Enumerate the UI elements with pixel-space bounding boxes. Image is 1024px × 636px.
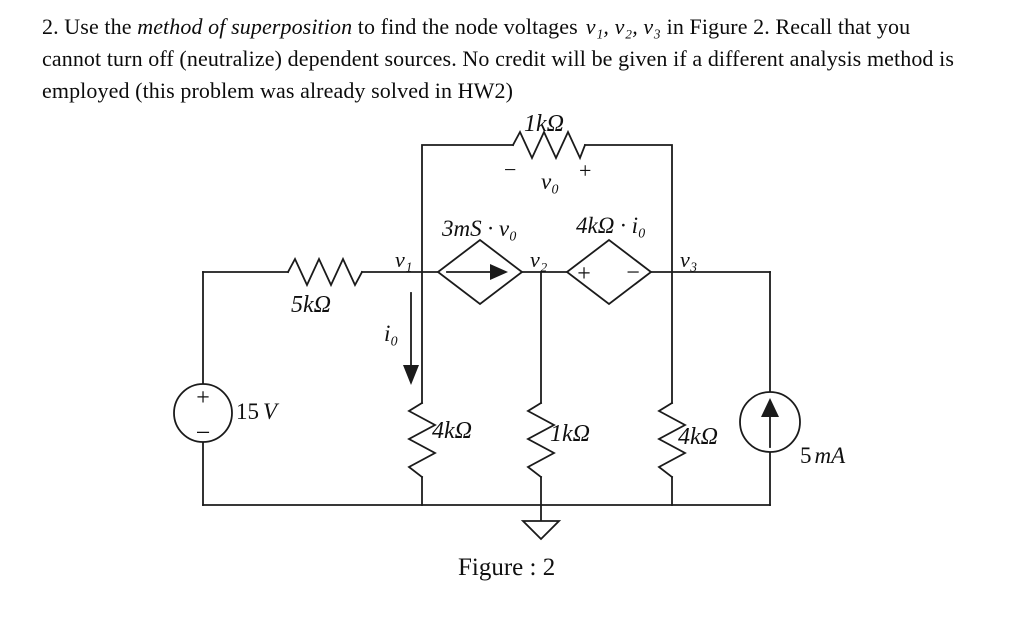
- problem-text-mid: to find the node voltages: [352, 14, 578, 39]
- component-labels: 1kΩ − v₀ + 3mS · v₀ 4kΩ · i₀ v₁ v₂ v₃ 5k…: [236, 111, 846, 468]
- i0-arrowhead: [403, 365, 419, 385]
- i0-label: i₀: [384, 321, 398, 346]
- problem-line-2: cannot turn off (neutralize) dependent s…: [42, 46, 955, 71]
- resistor-4k-branch3-symbol: [657, 401, 687, 479]
- problem-text-pre: 2. Use the: [42, 14, 138, 39]
- resistor-symbols: [286, 129, 687, 479]
- figure-caption: Figure : 2: [458, 554, 555, 581]
- node-v3-label: v₃: [680, 247, 697, 272]
- dependent-voltage-minus-sign: −: [626, 260, 640, 286]
- resistor-4k-branch1-symbol: [407, 401, 437, 479]
- problem-text-post: in Figure 2. Recall that you: [661, 14, 911, 39]
- voltage-source-minus-sign: −: [196, 418, 211, 447]
- voltage-source-plus-sign: +: [196, 385, 210, 411]
- resistor-1k-branch2-label: 1kΩ: [550, 421, 590, 447]
- problem-statement: 2. Use the method of superposition to fi…: [42, 11, 994, 107]
- resistor-1k-top-symbol: [511, 129, 587, 161]
- dependent-current-arrowhead: [490, 264, 508, 280]
- wire-top-loop-right: [584, 144, 673, 404]
- problem-text-emphasis: method of superposition: [137, 14, 353, 39]
- resistor-4k-branch3-label: 4kΩ: [678, 424, 718, 450]
- v0-label: v₀: [541, 169, 559, 194]
- problem-line-3: employed (this problem was already solve…: [42, 78, 514, 103]
- resistor-1k-top-label: 1kΩ: [524, 111, 564, 137]
- dependent-voltage-source-label: 4kΩ · i₀: [576, 213, 646, 238]
- v0-plus-sign: +: [579, 158, 591, 183]
- v0-minus-sign: −: [504, 157, 516, 182]
- current-source-value: 5: [800, 443, 812, 468]
- resistor-1k-branch2-symbol: [526, 401, 556, 479]
- resistor-5k-label: 5kΩ: [291, 292, 331, 318]
- voltage-source-value: 15: [236, 399, 259, 424]
- problem-node-voltage-vars: v₁, v₂, v₃: [585, 14, 662, 39]
- wires: [202, 144, 771, 522]
- ground-symbol: [520, 520, 562, 541]
- wire-top-loop-left: [421, 144, 514, 404]
- current-source-unit: mA: [815, 443, 847, 468]
- current-source-arrowhead: [761, 398, 779, 417]
- resistor-4k-branch1-label: 4kΩ: [432, 418, 472, 444]
- node-v1-label: v₁: [395, 247, 412, 272]
- source-symbols: + − + −: [173, 238, 801, 453]
- dependent-voltage-plus-sign: +: [577, 261, 591, 287]
- problem-line-1: 2. Use the method of superposition to fi…: [42, 11, 994, 43]
- dependent-current-source-label: 3mS · v₀: [441, 216, 517, 241]
- dependent-voltage-source-diamond: [565, 238, 653, 306]
- resistor-5k-symbol: [286, 256, 364, 288]
- voltage-source-circle: [173, 383, 233, 443]
- i0-current-annotation: [403, 292, 419, 385]
- voltage-source-unit: V: [263, 399, 280, 424]
- node-v2-label: v₂: [530, 247, 548, 272]
